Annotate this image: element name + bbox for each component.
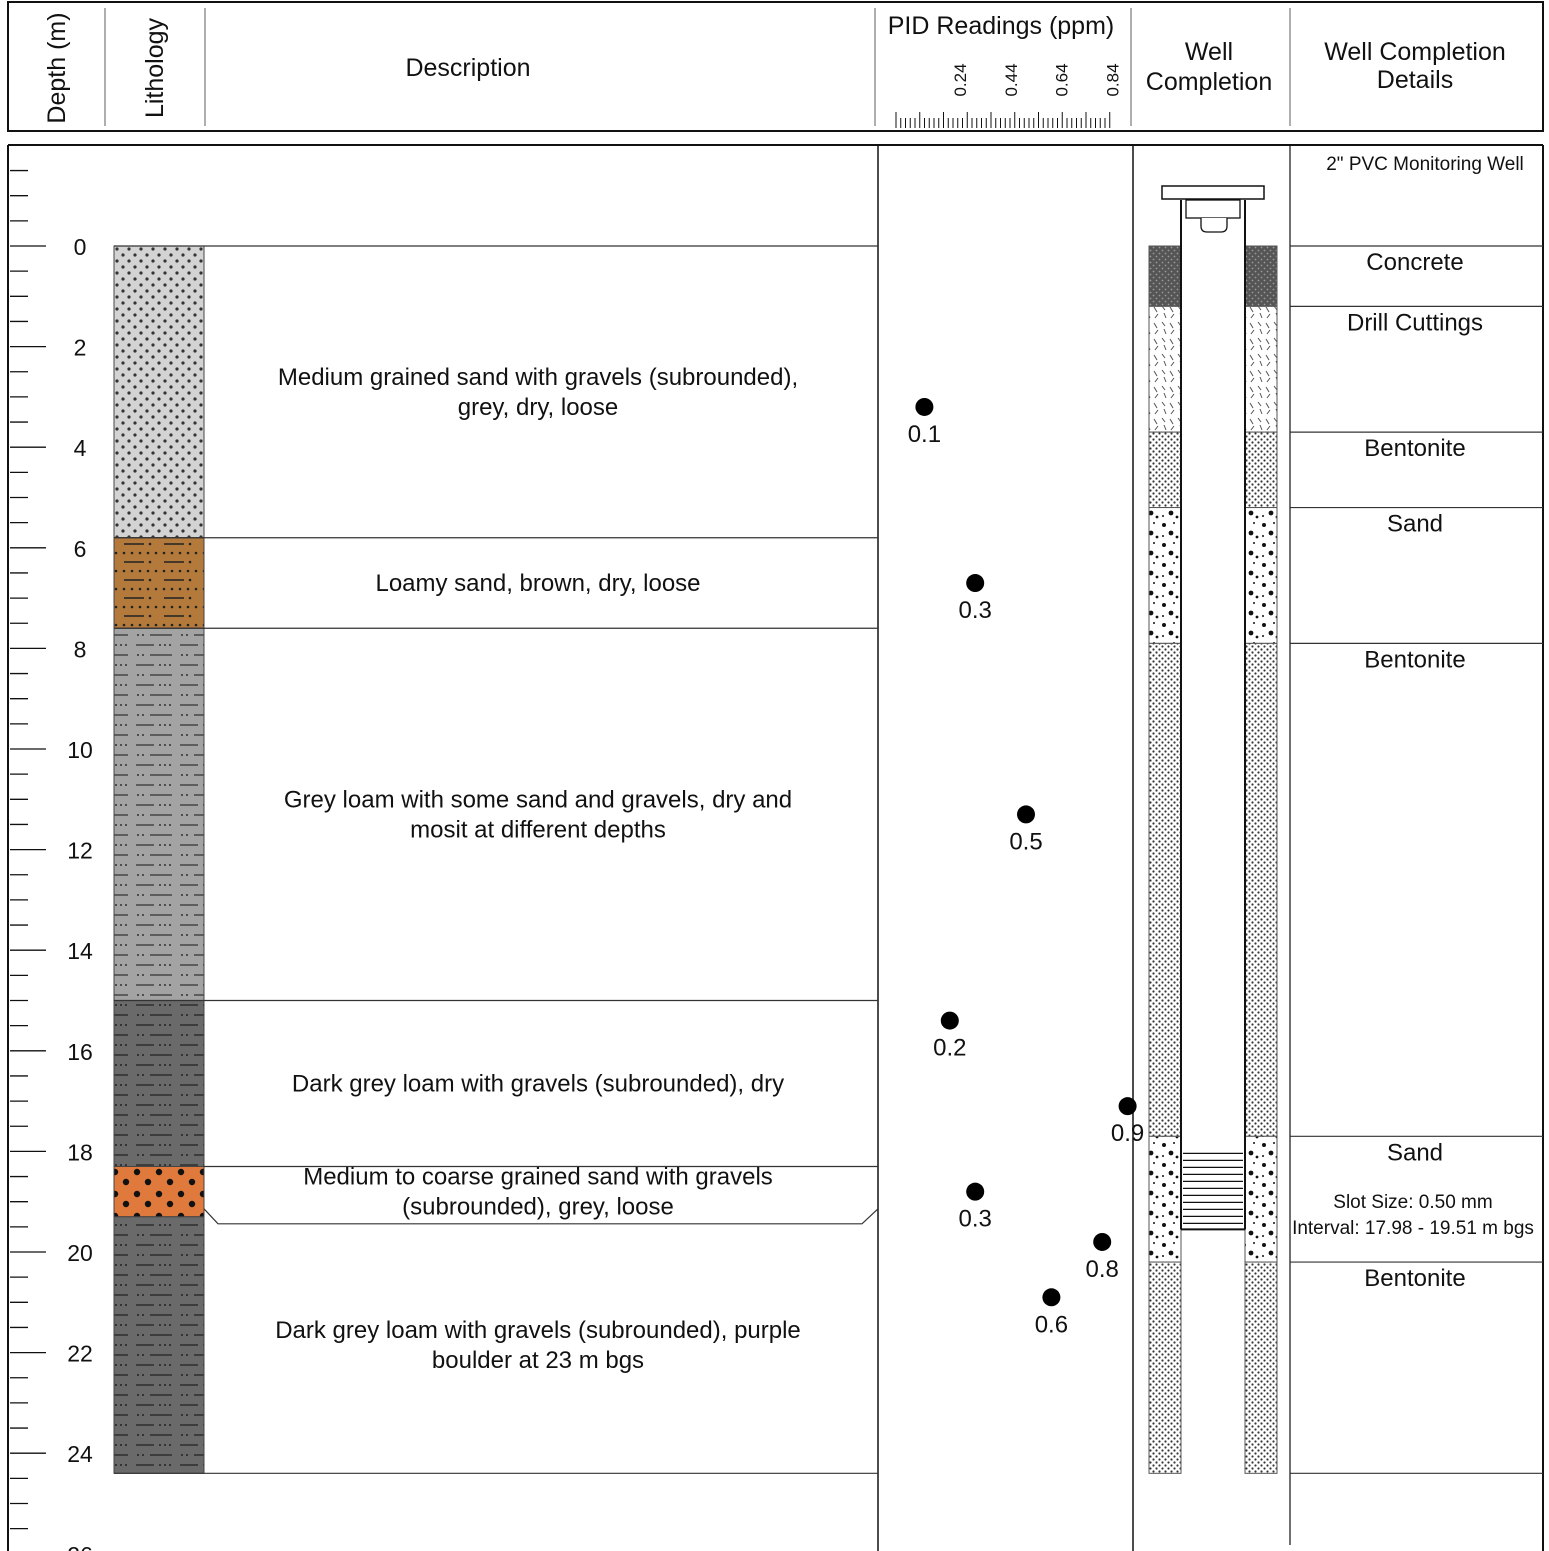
lithology-coarsesand xyxy=(113,1165,205,1218)
pid-scale-bar xyxy=(895,112,1111,128)
lithology-greyloam xyxy=(113,627,205,1002)
pid-point xyxy=(1118,1097,1137,1116)
layer-description: Loamy sand, brown, dry, loose xyxy=(375,570,700,597)
layer-description: boulder at 23 m bgs xyxy=(432,1347,644,1374)
annulus-bentonite-left xyxy=(1148,431,1182,509)
pid-point xyxy=(1093,1232,1112,1251)
annulus-bentonite-left xyxy=(1148,1261,1182,1474)
pid-point xyxy=(915,397,934,416)
pid-point xyxy=(966,1182,985,1201)
depth-label: 16 xyxy=(67,1039,93,1065)
pid-axis-ticks: 0.24 0.44 0.64 0.84 xyxy=(951,63,1122,96)
header-pid: PID Readings (ppm) xyxy=(888,12,1114,40)
well-diagram: 2" PVC Monitoring Well Slot Size: 0.50 m… xyxy=(1148,154,1543,1474)
well-detail-label: Sand xyxy=(1387,1139,1443,1166)
lithology-sand xyxy=(113,245,205,539)
pid-tick-label: 0.44 xyxy=(1002,63,1021,96)
lithology-layers: Medium grained sand with gravels (subrou… xyxy=(113,245,879,1474)
annulus-bentonite-left xyxy=(1148,642,1182,1137)
well-cap xyxy=(1161,185,1265,200)
pid-point xyxy=(1017,805,1035,824)
log-body xyxy=(7,144,1544,1551)
well-detail-label: Bentonite xyxy=(1364,435,1465,462)
lithology-darkloam xyxy=(113,1000,205,1167)
depth-label: 12 xyxy=(67,838,93,864)
header-details-line1: Well Completion xyxy=(1324,38,1506,66)
depth-label: 0 xyxy=(74,234,87,260)
layer-description: mosit at different depths xyxy=(410,816,666,843)
depth-label: 26 xyxy=(67,1542,93,1551)
pid-point xyxy=(966,574,985,593)
pid-tick-label: 0.84 xyxy=(1103,63,1122,96)
pid-label: 0.8 xyxy=(1086,1256,1119,1283)
depth-label: 20 xyxy=(67,1240,93,1266)
well-detail-label: Bentonite xyxy=(1364,646,1465,673)
pid-label: 0.2 xyxy=(933,1035,966,1062)
layer-description: Medium to coarse grained sand with grave… xyxy=(303,1164,773,1191)
well-interval: Interval: 17.98 - 19.51 m bgs xyxy=(1292,1218,1534,1239)
layer-description: Dark grey loam with gravels (subrounded)… xyxy=(292,1070,784,1097)
layer-description: Grey loam with some sand and gravels, dr… xyxy=(284,786,792,813)
annulus-cuttings-right xyxy=(1244,305,1278,433)
pid-point xyxy=(1042,1288,1061,1307)
header-depth: Depth (m) xyxy=(43,12,71,123)
well-plug xyxy=(1185,199,1241,219)
pid-readings: 0.1 0.3 0.5 0.2 0.9 0.3 0.8 0.6 xyxy=(908,397,1144,1338)
pid-tick-label: 0.64 xyxy=(1053,63,1072,96)
header: Depth (m) Lithology Description PID Read… xyxy=(7,1,1544,132)
annulus-sand-left xyxy=(1148,507,1182,644)
header-well-line1: Well xyxy=(1185,38,1233,66)
depth-axis: 02468101214161820222426 xyxy=(10,169,93,1551)
pid-label: 0.5 xyxy=(1009,828,1042,855)
depth-label: 24 xyxy=(67,1441,93,1467)
well-detail-label: Bentonite xyxy=(1364,1265,1465,1292)
annulus-bentonite-right xyxy=(1244,1261,1278,1474)
annulus-bentonite-right xyxy=(1244,642,1278,1137)
header-description: Description xyxy=(405,54,530,82)
pid-label: 0.3 xyxy=(959,597,992,624)
depth-label: 18 xyxy=(67,1139,93,1165)
layer-boundary xyxy=(203,1208,879,1225)
annulus-cuttings-left xyxy=(1148,305,1182,433)
header-well-line2: Completion xyxy=(1146,68,1272,96)
pid-label: 0.6 xyxy=(1035,1311,1068,1338)
annulus-bentonite-right xyxy=(1244,431,1278,509)
annulus-concrete-right xyxy=(1244,245,1278,307)
layer-description: (subrounded), grey, loose xyxy=(402,1194,674,1221)
pid-tick-label: 0.24 xyxy=(951,63,970,96)
depth-label: 8 xyxy=(74,636,87,662)
annulus-sand-left xyxy=(1148,1135,1182,1263)
layer-description: Dark grey loam with gravels (subrounded)… xyxy=(275,1317,801,1344)
layer-description: Medium grained sand with gravels (subrou… xyxy=(278,364,798,391)
well-title: 2" PVC Monitoring Well xyxy=(1326,154,1524,175)
annulus-sand-right xyxy=(1244,1135,1278,1263)
lithology-loamysand xyxy=(113,537,205,629)
layer-description: grey, dry, loose xyxy=(458,394,619,421)
well-detail-label: Sand xyxy=(1387,511,1443,538)
header-lithology: Lithology xyxy=(141,17,169,118)
depth-label: 22 xyxy=(67,1341,93,1367)
pid-label: 0.9 xyxy=(1111,1120,1144,1147)
well-detail-label: Drill Cuttings xyxy=(1347,309,1483,336)
depth-label: 10 xyxy=(67,737,93,763)
lithology-darkloam xyxy=(113,1216,205,1474)
depth-label: 14 xyxy=(67,938,93,964)
depth-label: 4 xyxy=(74,435,87,461)
header-details-line2: Details xyxy=(1377,66,1453,94)
pid-label: 0.3 xyxy=(959,1206,992,1233)
depth-label: 6 xyxy=(74,536,87,562)
well-plug-tip xyxy=(1200,218,1228,233)
annulus-sand-right xyxy=(1244,507,1278,644)
well-slot-size: Slot Size: 0.50 mm xyxy=(1333,1192,1492,1213)
pid-point xyxy=(940,1011,959,1030)
annulus-concrete-left xyxy=(1148,245,1182,307)
well-detail-label: Concrete xyxy=(1366,249,1463,276)
pid-label: 0.1 xyxy=(908,421,941,448)
depth-label: 2 xyxy=(74,335,87,361)
